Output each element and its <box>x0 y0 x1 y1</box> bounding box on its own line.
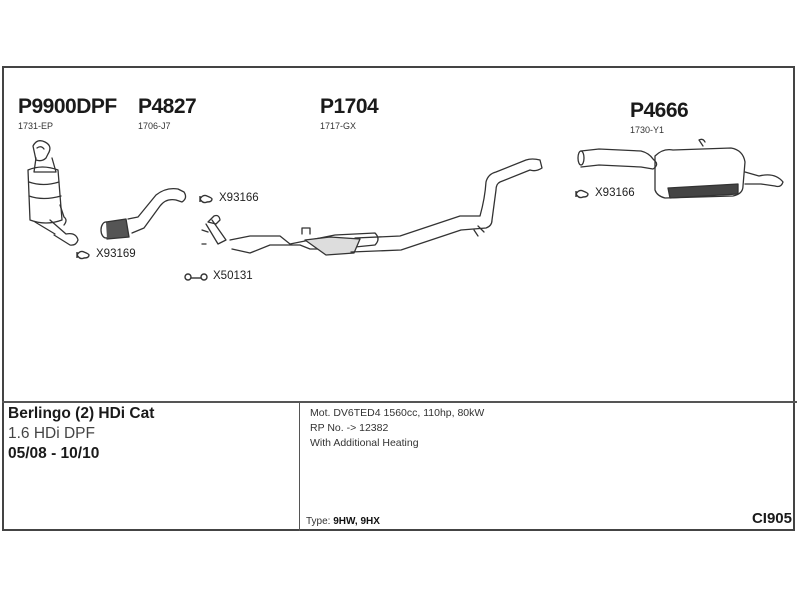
clamp-icon <box>76 250 90 259</box>
vehicle-dates: 05/08 - 10/10 <box>8 445 100 462</box>
diagram-frame <box>2 66 795 531</box>
clamp-icon <box>575 189 589 198</box>
front-pipe-drawing[interactable] <box>100 187 187 240</box>
part-rear-silencer: P4666 1730-Y1 <box>630 99 689 136</box>
clamp-icon <box>199 194 213 203</box>
fitting-code: X93166 <box>595 187 635 199</box>
fitting-code: X93166 <box>219 192 259 204</box>
fitting-x93166-rear[interactable]: X93166 <box>574 187 635 200</box>
motor-spec: Mot. DV6TED4 1560cc, 110hp, 80kW <box>310 407 485 419</box>
dpf-drawing[interactable] <box>27 140 79 246</box>
fitting-code: X50131 <box>213 270 253 282</box>
vehicle-engine: 1.6 HDi DPF <box>8 425 95 442</box>
centre-pipe-drawing[interactable] <box>201 158 543 256</box>
rear-silencer-drawing[interactable] <box>577 138 784 199</box>
type-label: Type: <box>306 516 331 527</box>
fitting-x50131[interactable]: X50131 <box>184 270 253 283</box>
fitting-x93166-front[interactable]: X93166 <box>198 192 259 205</box>
type-value: 9HW, 9HX <box>333 516 380 527</box>
vehicle-info: Berlingo (2) HDi Cat 1.6 HDi DPF 05/08 -… <box>8 405 154 463</box>
spec-note: With Additional Heating <box>310 437 419 449</box>
part-number-front-pipe[interactable]: P4827 <box>138 95 197 118</box>
part-number-centre-pipe[interactable]: P1704 <box>320 95 379 118</box>
part-number-rear-silencer[interactable]: P4666 <box>630 99 689 122</box>
type-line: Type: 9HW, 9HX <box>306 516 380 528</box>
part-front-pipe: P4827 1706-J7 <box>138 95 197 132</box>
part-number-dpf[interactable]: P9900DPF <box>18 95 117 118</box>
vehicle-model: Berlingo (2) HDi Cat <box>8 405 155 422</box>
fitting-x93169[interactable]: X93169 <box>75 248 136 261</box>
part-ref-front-pipe: 1706-J7 <box>138 121 171 131</box>
part-ref-rear-silencer: 1730-Y1 <box>630 125 665 135</box>
section-divider <box>2 401 797 403</box>
fitting-code: X93169 <box>96 248 136 260</box>
part-dpf: P9900DPF 1731-EP <box>18 95 117 132</box>
part-ref-centre-pipe: 1717-GX <box>320 121 357 131</box>
spec-list: Mot. DV6TED4 1560cc, 110hp, 80kW RP No. … <box>310 407 484 449</box>
rubber-hanger-icon <box>184 272 208 281</box>
part-ref-dpf: 1731-EP <box>18 121 54 131</box>
diagram-code: CI905 <box>751 510 792 527</box>
part-centre-pipe: P1704 1717-GX <box>320 95 379 132</box>
info-divider <box>299 403 300 531</box>
rp-number: RP No. -> 12382 <box>310 422 389 434</box>
